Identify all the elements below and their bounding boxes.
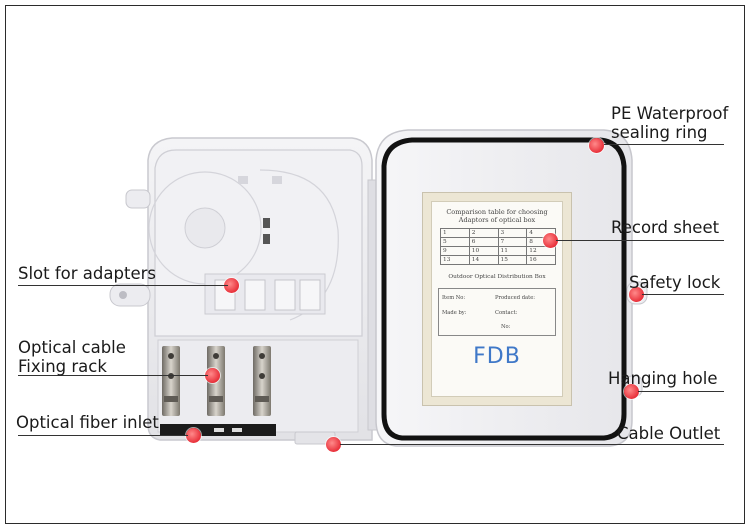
- grid-cell: 1: [440, 228, 470, 238]
- leader-cable-outlet: [340, 444, 724, 445]
- grid-cell: 10: [468, 246, 499, 256]
- leader-slot-adapters: [18, 285, 228, 286]
- field-item-no: Item No:: [442, 295, 466, 301]
- leader-fiber-inlet: [18, 435, 188, 436]
- label-cable-outlet: Cable Outlet: [617, 424, 721, 443]
- marker-hanging-hole: [624, 384, 639, 399]
- record-sheet-title: Comparison table for choosing Adaptors o…: [446, 208, 548, 224]
- field-made-by: Made by:: [442, 310, 467, 316]
- marker-safety-lock: [629, 287, 644, 302]
- leader-pe-sealing: [604, 144, 724, 145]
- grid-cell: 16: [526, 255, 556, 265]
- marker-pe-sealing: [589, 138, 604, 153]
- marker-fiber-inlet: [186, 428, 201, 443]
- grid-cell: 7: [497, 237, 528, 247]
- label-slot-adapters: Slot for adapters: [18, 264, 156, 283]
- waterproof-gasket: [381, 137, 627, 441]
- marker-cable-rack: [205, 368, 220, 383]
- image-frame: [5, 5, 745, 524]
- label-pe-sealing: PE Waterproof sealing ring: [611, 104, 729, 142]
- record-sheet-fields: Item No: Produced date: Made by: Contact…: [438, 288, 556, 336]
- grid-cell: 6: [468, 237, 499, 247]
- cable-fixing-brackets: [162, 346, 271, 416]
- grid-cell: 2: [468, 228, 499, 238]
- record-sheet-subtitle: Outdoor Optical Distribution Box: [448, 274, 546, 280]
- marker-slot-adapters: [224, 278, 239, 293]
- record-sheet-card: Comparison table for choosing Adaptors o…: [431, 201, 563, 397]
- leader-hanging-hole: [638, 391, 724, 392]
- grid-cell: 13: [440, 255, 470, 265]
- marker-record-sheet: [543, 233, 558, 248]
- base-enclosure: [109, 137, 379, 445]
- grid-cell: 11: [497, 246, 528, 256]
- record-sheet: Comparison table for choosing Adaptors o…: [422, 192, 572, 406]
- leader-safety-lock: [642, 294, 724, 295]
- leader-cable-rack: [18, 375, 208, 376]
- brand-logo-text: FDB: [473, 344, 521, 369]
- label-cable-rack: Optical cable Fixing rack: [18, 338, 126, 376]
- label-hanging-hole: Hanging hole: [608, 369, 718, 388]
- grid-cell: 5: [440, 237, 470, 247]
- field-no: No:: [501, 324, 511, 330]
- grid-cell: 15: [497, 255, 528, 265]
- grid-cell: 14: [468, 255, 499, 265]
- label-fiber-inlet: Optical fiber inlet: [16, 413, 159, 432]
- grid-cell: 9: [440, 246, 470, 256]
- adapter-grid: 1 2 3 4 5 6 7 8 9 10 11 12: [440, 228, 556, 265]
- leader-record-sheet: [556, 240, 724, 241]
- label-record-sheet: Record sheet: [611, 218, 720, 237]
- field-contact: Contact:: [495, 310, 518, 316]
- adapter-slot-row: [204, 273, 326, 315]
- marker-cable-outlet: [326, 437, 341, 452]
- field-produced-date: Produced date:: [495, 295, 536, 301]
- grid-cell: 3: [497, 228, 528, 238]
- label-safety-lock: Safety lock: [629, 273, 721, 292]
